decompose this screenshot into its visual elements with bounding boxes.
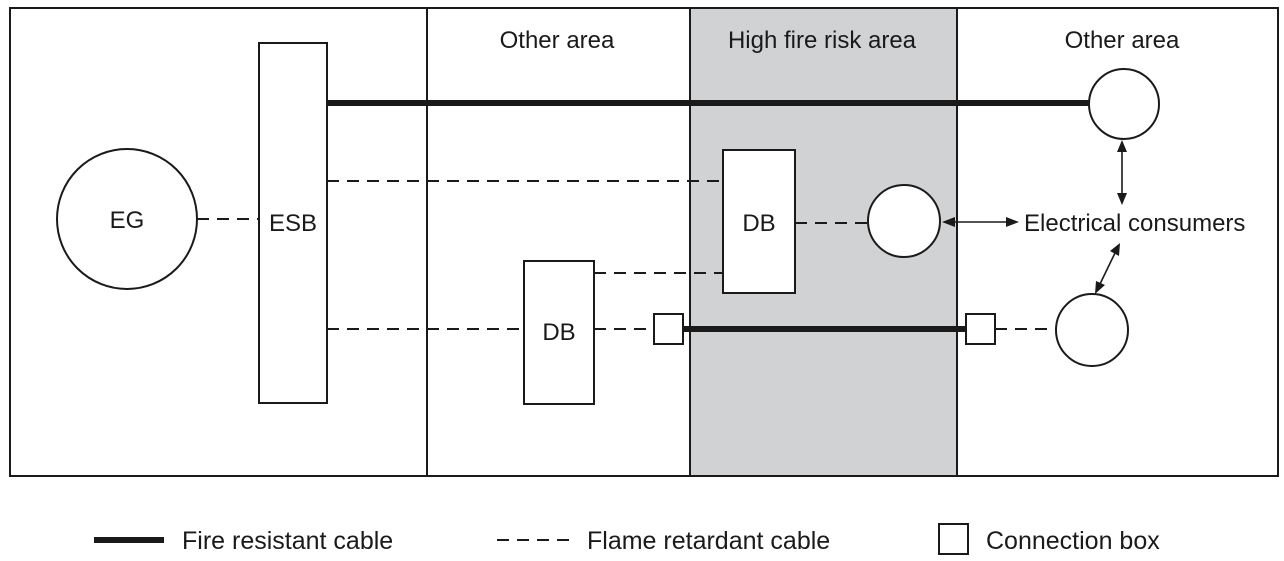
legend-connection-box-swatch — [938, 523, 969, 555]
zone-label-high-fire-risk: High fire risk area — [728, 27, 917, 54]
db-lower-label: DB — [542, 319, 575, 346]
legend-flame-retardant-label: Flame retardant cable — [587, 527, 830, 555]
arrowhead-top-down — [1117, 193, 1127, 205]
consumer-circle-middle — [867, 184, 941, 258]
diagram-frame — [9, 7, 1279, 477]
arrow-to-consumer-bottom — [1099, 252, 1116, 285]
arrowhead-middle-right — [1006, 217, 1019, 227]
electrical-consumers-label: Electrical consumers — [1024, 210, 1245, 237]
esb-label: ESB — [269, 210, 317, 237]
consumer-circle-top — [1088, 68, 1160, 140]
arrowhead-bottom-up — [1110, 243, 1120, 256]
zone-label-other-right: Other area — [1065, 27, 1180, 54]
db-upper-box — [722, 149, 796, 294]
eg-circle — [56, 148, 198, 290]
db-lower-box — [523, 260, 595, 405]
eg-label: EG — [110, 207, 145, 234]
legend-fire-resistant-label: Fire resistant cable — [182, 527, 393, 555]
arrowhead-bottom-down — [1095, 281, 1105, 294]
arrowhead-middle-left — [942, 217, 955, 227]
esb-box — [258, 42, 328, 404]
db-upper-label: DB — [742, 210, 775, 237]
connection-box-left — [653, 313, 684, 345]
legend-connection-box-label: Connection box — [986, 527, 1160, 555]
connection-box-right — [965, 313, 996, 345]
consumer-circle-bottom — [1055, 293, 1129, 367]
arrowhead-top-up — [1117, 140, 1127, 152]
zone-label-other-left: Other area — [500, 27, 615, 54]
